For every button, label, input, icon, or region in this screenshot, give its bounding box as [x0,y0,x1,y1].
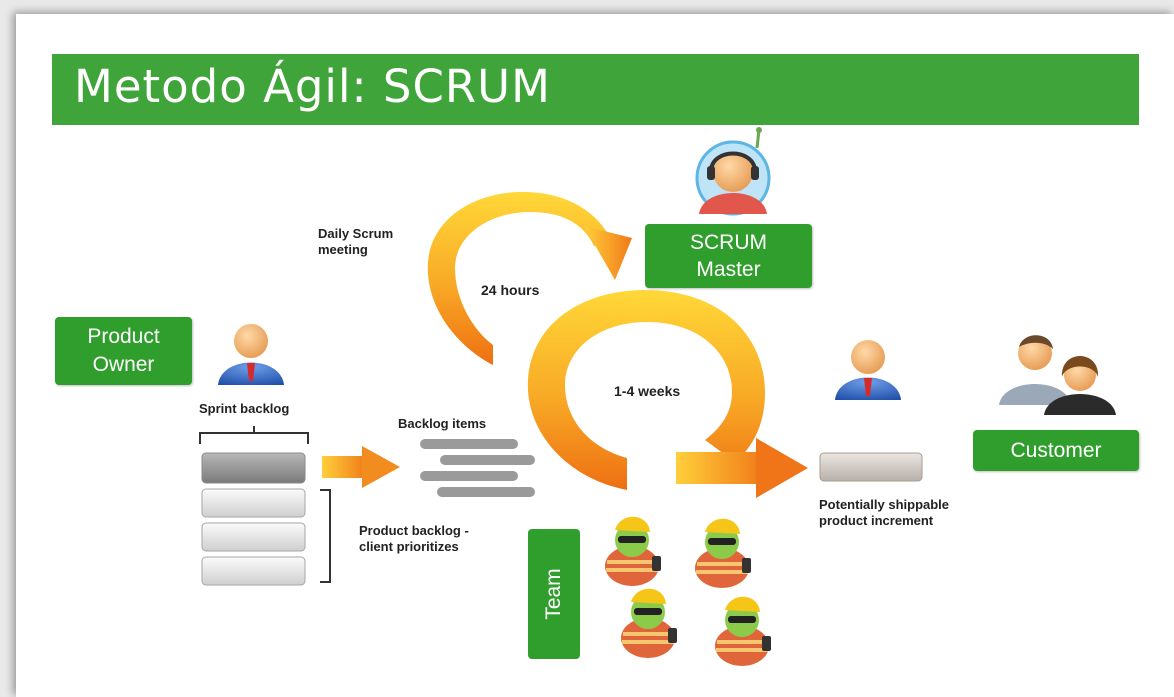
team-member-icon [605,516,661,586]
scrum-master-icon [695,127,771,216]
product-owner-icon [218,324,284,385]
sprint-cycle-label: 1-4 weeks [614,383,681,399]
team-box: Team [528,529,580,659]
team-member-icon [695,518,751,588]
product-backlog-label-line2: client prioritizes [359,539,459,554]
sprint-backlog-bar [201,452,306,484]
scrum-master-box: SCRUM Master [645,224,812,288]
team-member-icon [621,588,677,658]
customer-label: Customer [1010,439,1102,462]
daily-scrum-cycle-arrow [427,191,632,365]
backlog-items-lines [420,439,535,497]
increment-label-line1: Potentially shippable [819,497,950,512]
daily-scrum-label: Daily Scrum meeting [318,226,393,258]
product-backlog-bar [201,488,306,518]
manager-icon [835,340,901,400]
increment-label: Potentially shippable product increment [819,497,949,529]
backlog-items-label: Backlog items [398,416,487,431]
product-backlog-label-line1: Product backlog - [359,523,469,538]
daily-scrum-label-line2: meeting [318,242,368,257]
sprint-backlog-bracket [199,426,309,444]
customer-box: Customer [973,430,1139,471]
page-title: Metodo Ágil: SCRUM [74,60,551,113]
sprint-cycle-arrow [527,290,808,498]
product-owner-label-line1: Product [87,325,160,348]
product-owner-box: Product Owner [55,317,192,385]
daily-scrum-label-line1: Daily Scrum [318,226,394,241]
product-owner-label-line2: Owner [92,353,155,376]
customer-icon [999,335,1116,415]
product-backlog-bar [201,556,306,586]
daily-cycle-label: 24 hours [481,282,540,298]
scrum-master-label-line1: SCRUM [690,231,767,254]
team-label: Team [542,568,565,620]
product-backlog-bar [201,522,306,552]
sprint-backlog-label: Sprint backlog [199,401,290,416]
product-backlog-bracket [320,489,331,583]
sprint-to-items-arrow [322,446,400,488]
team-member-icon [715,596,771,666]
title-bar: Metodo Ágil: SCRUM [52,54,1139,125]
product-increment-bar [819,452,923,482]
product-backlog-label: Product backlog - client prioritizes [359,523,469,555]
increment-label-line2: product increment [819,513,934,528]
scrum-master-label-line2: Master [696,258,761,281]
